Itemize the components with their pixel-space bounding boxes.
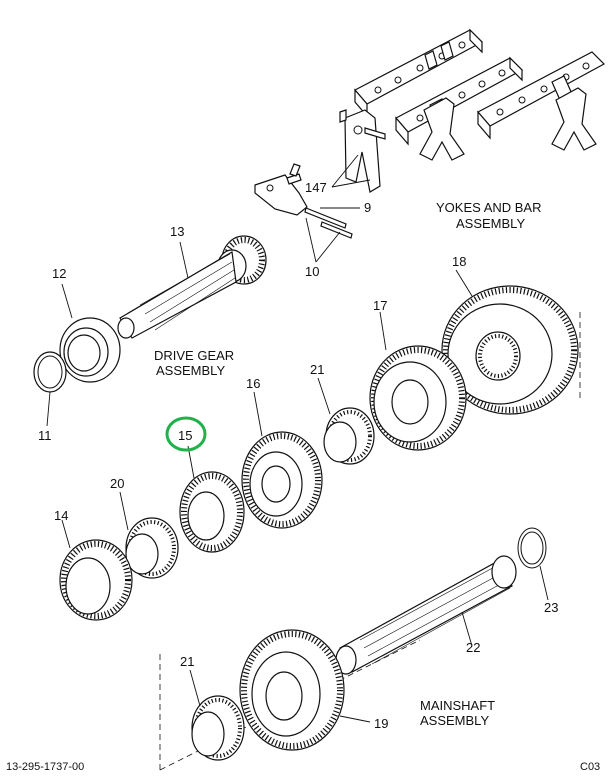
label-14: 14 [54,508,68,523]
gear-18 [441,285,579,415]
label-12: 12 [52,266,66,281]
gear-17 [369,345,467,451]
caption-main-line1: MAINSHAFT [420,698,495,713]
label-13: 13 [170,224,184,239]
highlight-circle-15 [165,416,207,452]
gear-16 [241,431,323,529]
roll-pins [304,207,353,239]
label-9: 9 [364,200,371,215]
caption-drive-line1: DRIVE GEAR [154,348,234,363]
gear-14 [59,539,133,621]
caption-yokes-line1: YOKES AND BAR [436,200,541,215]
shift-bar-upper [354,28,483,118]
label-16: 16 [246,376,260,391]
leaders-mainshaft [61,269,549,723]
label-10: 10 [305,264,319,279]
label-19: 19 [374,716,388,731]
snap-ring-23 [517,527,547,569]
label-15: 15 [178,428,192,443]
page-code: C03 [580,761,600,773]
label-17: 17 [373,298,387,313]
label-11: 11 [38,428,52,443]
label-23: 23 [544,600,558,615]
drive-gear-shaft [117,235,267,339]
leaders-upper [305,154,371,263]
label-20: 20 [110,476,124,491]
label-21-upper: 21 [310,362,324,377]
snap-ring-drive [33,351,67,393]
shift-yoke-middle [419,97,465,161]
label-147: 147 [305,180,327,195]
caption-yokes-line2: ASSEMBLY [456,216,525,231]
label-22: 22 [466,640,480,655]
label-18: 18 [452,254,466,269]
clutch-20 [125,517,179,579]
document-number: 13-295-1737-00 [6,761,84,773]
shift-yoke-right [551,87,597,151]
leaders-drive [46,241,189,427]
shift-bar-lower [477,51,605,140]
gear-15 [179,471,245,553]
clutch-21-lower [191,695,245,761]
gear-19 [239,629,345,751]
clutch-21-upper [323,407,375,465]
bolt-small [339,109,386,140]
mainshaft-22 [335,555,517,675]
bearing [59,317,121,383]
caption-drive-line2: ASSEMBLY [156,363,225,378]
bracket-bolt [254,163,308,216]
label-21-lower: 21 [180,654,194,669]
caption-main-line2: ASSEMBLY [420,713,489,728]
shift-yoke-left [344,109,381,193]
